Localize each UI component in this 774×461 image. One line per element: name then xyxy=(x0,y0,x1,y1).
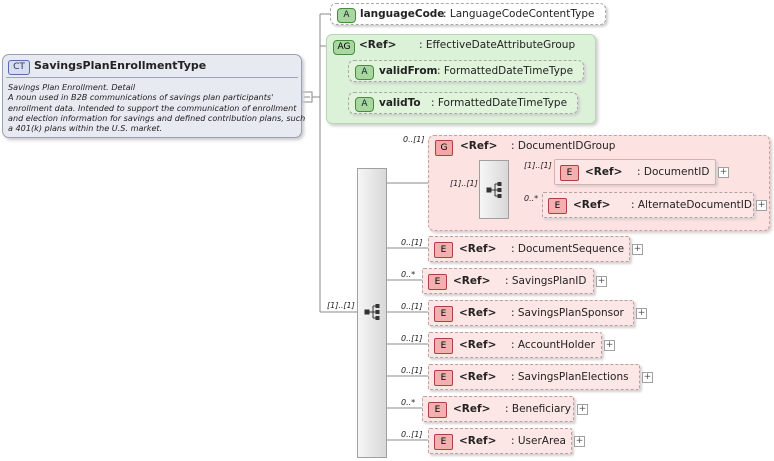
attribute-validto[interactable]: A validTo : FormattedDateTimeType xyxy=(348,92,578,114)
ct-badge: CT xyxy=(8,60,30,75)
complex-type-box[interactable]: CT SavingsPlanEnrollmentType Savings Pla… xyxy=(2,54,306,138)
ref-label: <Ref> xyxy=(453,275,491,287)
ref-label: <Ref> xyxy=(459,339,497,351)
ref-label: <Ref> xyxy=(453,403,491,415)
element-name: : Beneficiary xyxy=(505,403,571,415)
attribute-languagecode[interactable]: A languageCode : LanguageCodeContentType xyxy=(330,3,606,25)
element-badge: E xyxy=(428,274,447,290)
attribute-name: languageCode xyxy=(360,8,445,20)
element-badge: E xyxy=(434,370,453,386)
ref-label: <Ref> xyxy=(459,243,497,255)
expand-icon[interactable]: + xyxy=(642,372,653,383)
expand-icon[interactable]: + xyxy=(636,308,647,319)
element-badge: E xyxy=(434,338,453,354)
element-savingsplanelections[interactable]: E <Ref> : SavingsPlanElections xyxy=(428,364,640,390)
element-accountholder[interactable]: E <Ref> : AccountHolder xyxy=(428,332,602,358)
element-name: : AccountHolder xyxy=(511,339,595,351)
element-beneficiary[interactable]: E <Ref> : Beneficiary xyxy=(422,396,574,422)
expand-icon[interactable]: + xyxy=(756,200,767,211)
inner-sequence-cardinality: [1]..[1] xyxy=(450,179,478,188)
element-cardinality: 0..* xyxy=(524,194,539,203)
element-documentsequence[interactable]: E <Ref> : DocumentSequence xyxy=(428,236,630,262)
element-cardinality: 0..[1] xyxy=(401,430,423,439)
attribute-group-badge: AG xyxy=(333,40,355,55)
attribute-badge: A xyxy=(355,97,374,112)
element-savingsplansponsor[interactable]: E <Ref> : SavingsPlanSponsor xyxy=(428,300,634,326)
ref-label: <Ref> xyxy=(460,140,498,152)
element-cardinality: 0..[1] xyxy=(401,302,423,311)
element-name: : DocumentID xyxy=(637,166,710,178)
attribute-validfrom[interactable]: A validFrom : FormattedDateTimeType xyxy=(348,60,584,82)
attribute-name: validFrom xyxy=(379,65,438,77)
ref-label: <Ref> xyxy=(459,435,497,447)
expand-icon[interactable]: + xyxy=(604,340,615,351)
ref-label: <Ref> xyxy=(459,307,497,319)
element-name: : UserArea xyxy=(511,435,566,447)
element-userarea[interactable]: E <Ref> : UserArea xyxy=(428,428,572,454)
attribute-type: : FormattedDateTimeType xyxy=(437,65,574,77)
expand-icon[interactable]: + xyxy=(577,404,588,415)
expand-icon[interactable]: + xyxy=(718,167,729,178)
element-cardinality: 0..* xyxy=(401,398,416,407)
sequence-compositor[interactable] xyxy=(357,168,387,458)
element-badge: E xyxy=(548,198,567,214)
attribute-type: : FormattedDateTimeType xyxy=(431,97,568,109)
element-cardinality: 0..[1] xyxy=(401,238,423,247)
element-cardinality: 0..[1] xyxy=(401,334,423,343)
element-name: : DocumentSequence xyxy=(511,243,625,255)
ref-label: <Ref> xyxy=(359,39,397,51)
element-savingsplanid[interactable]: E <Ref> : SavingsPlanID xyxy=(422,268,594,294)
element-cardinality: [1]..[1] xyxy=(524,161,552,170)
group-badge: G xyxy=(435,140,453,156)
element-name: : SavingsPlanElections xyxy=(511,371,629,383)
doc-line: Savings Plan Enrollment. Detail xyxy=(8,82,136,92)
complex-type-documentation: Savings Plan Enrollment. Detail A noun u… xyxy=(8,82,306,134)
element-badge: E xyxy=(434,306,453,322)
sequence-icon xyxy=(364,304,380,320)
expand-icon[interactable]: + xyxy=(574,436,585,447)
ref-label: <Ref> xyxy=(459,371,497,383)
attribute-group-name: : EffectiveDateAttributeGroup xyxy=(419,39,576,51)
sequence-icon xyxy=(486,182,502,198)
element-name: : SavingsPlanSponsor xyxy=(511,307,624,319)
ref-label: <Ref> xyxy=(585,166,623,178)
inner-sequence-compositor[interactable] xyxy=(479,160,509,219)
element-name: : SavingsPlanID xyxy=(505,275,587,287)
attribute-type: : LanguageCodeContentType xyxy=(443,8,595,20)
element-cardinality: 0..[1] xyxy=(401,366,423,375)
ref-label: <Ref> xyxy=(573,199,611,211)
element-badge: E xyxy=(434,242,453,258)
complex-type-name: SavingsPlanEnrollmentType xyxy=(34,59,207,72)
attribute-name: validTo xyxy=(379,97,421,109)
attribute-badge: A xyxy=(337,8,356,23)
expand-icon[interactable]: + xyxy=(632,244,643,255)
element-documentid[interactable]: E <Ref> : DocumentID xyxy=(554,159,716,185)
element-name: : AlternateDocumentID xyxy=(631,199,752,211)
doc-line: and election information for savings and… xyxy=(8,112,306,123)
sequence-cardinality: [1]..[1] xyxy=(327,301,355,310)
group-name: : DocumentIDGroup xyxy=(511,140,616,152)
element-badge: E xyxy=(560,165,579,181)
doc-line: enrollment data. Intended to support the… xyxy=(8,102,297,113)
divider xyxy=(6,77,298,78)
doc-line: a 401(k) plans within the U.S. market. xyxy=(8,123,163,134)
attribute-badge: A xyxy=(355,65,374,80)
doc-line: A noun used in B2B communications of sav… xyxy=(8,92,274,103)
group-cardinality: 0..[1] xyxy=(403,135,425,144)
element-alternatedocumentid[interactable]: E <Ref> : AlternateDocumentID xyxy=(542,192,754,218)
element-badge: E xyxy=(428,402,447,418)
element-badge: E xyxy=(434,434,453,450)
expand-icon[interactable]: + xyxy=(596,276,607,287)
element-cardinality: 0..* xyxy=(401,270,416,279)
